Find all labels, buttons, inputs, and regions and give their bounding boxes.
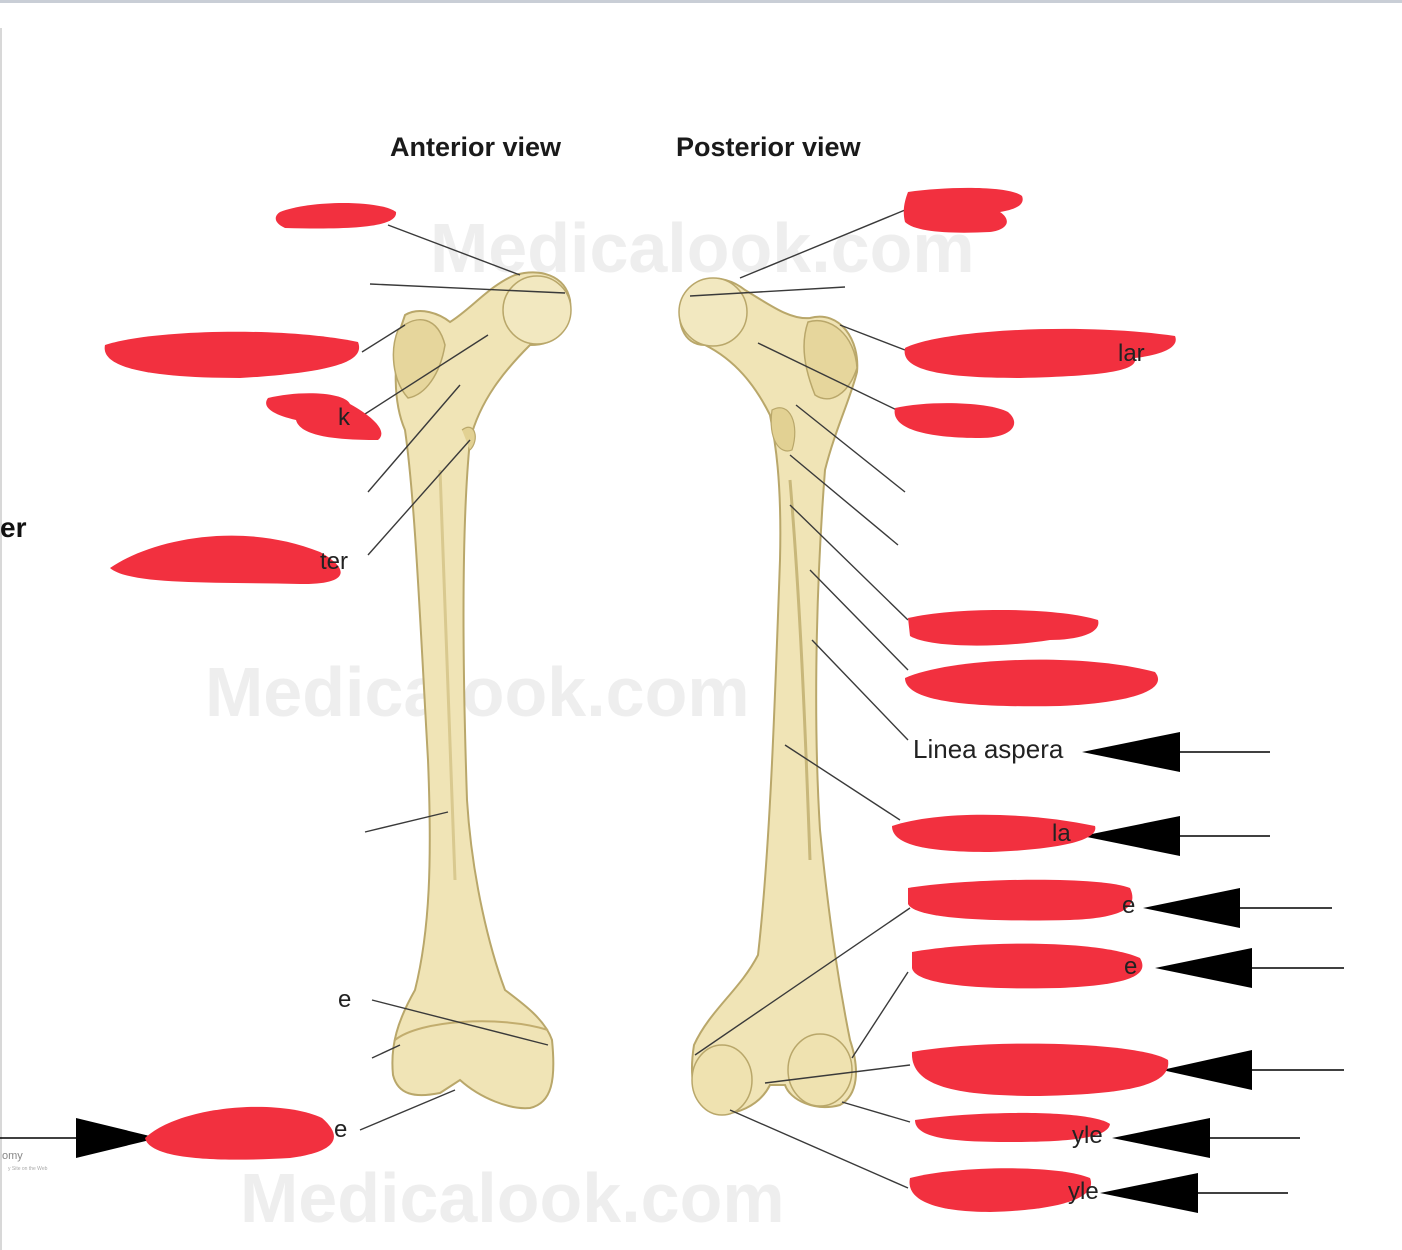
redaction-mark [903, 187, 1023, 233]
leader-line [694, 907, 911, 1056]
redaction-mark [145, 1106, 334, 1160]
anterior-leader-lines [359, 224, 566, 1131]
leader-line [839, 324, 906, 351]
anterior-shaft-shading [438, 469, 457, 881]
posterior-femur [678, 277, 859, 1116]
arrow-pointer [1112, 1118, 1300, 1158]
redaction-mark [909, 1168, 1092, 1212]
anterior-greater-trochanter [392, 319, 446, 399]
leader-line [689, 286, 846, 297]
leader-line [729, 1109, 909, 1189]
leader-line [795, 404, 906, 493]
redaction-mark [266, 393, 382, 440]
label-fragment: e [1124, 953, 1138, 980]
cutoff-heading-text: er [0, 512, 27, 543]
redaction-mark [894, 403, 1015, 438]
redaction-mark [908, 879, 1133, 921]
label-fragment: k [338, 404, 350, 431]
label-fragment: la [1052, 820, 1071, 847]
leader-line [371, 999, 549, 1046]
posterior-medial-condyle [787, 1033, 853, 1107]
credit-text: omy [2, 1150, 23, 1162]
redaction-mark [892, 814, 1096, 852]
redaction-mark [908, 609, 1099, 646]
label-fragment: yle [1072, 1122, 1103, 1149]
leader-line [811, 639, 909, 741]
posterior-leader-lines [689, 209, 911, 1189]
leader-line [789, 504, 909, 621]
arrow-pointer [1082, 816, 1270, 856]
label-fragment: yle [1068, 1178, 1099, 1205]
redaction-mark [911, 1043, 1169, 1096]
redaction-mark [915, 1112, 1110, 1142]
redaction-mark [110, 535, 341, 585]
credit-subtext: y Site on the Web [8, 1166, 48, 1172]
leader-line [784, 744, 901, 821]
arrow-pointer [1143, 888, 1332, 928]
redaction-mark [912, 943, 1143, 989]
arrow-pointer [1082, 732, 1270, 772]
leader-line [757, 342, 906, 415]
leader-line [387, 224, 521, 276]
leader-line [364, 334, 489, 415]
watermark-middle: Medicalook.com [205, 653, 750, 731]
leader-line [371, 1044, 401, 1059]
leader-line [359, 1089, 456, 1131]
leader-line [367, 384, 461, 493]
anterior-condyles [394, 1020, 549, 1041]
leader-line [764, 1064, 911, 1084]
leader-line [369, 283, 566, 294]
linea-aspera-label: Linea aspera [913, 734, 1064, 764]
watermark-bottom: Medicalook.com [240, 1159, 785, 1237]
arrow-pointer-left [0, 1118, 158, 1158]
posterior-greater-trochanter [803, 319, 858, 400]
redaction-mark [905, 659, 1159, 707]
watermark-top: Medicalook.com [430, 209, 975, 287]
posterior-femoral-head [678, 277, 748, 347]
label-fragment: ter [320, 548, 349, 575]
arrow-pointer [1155, 948, 1344, 988]
anterior-view-title: Anterior view [390, 132, 562, 162]
top-border [0, 0, 1402, 3]
anterior-trochanter-small [461, 426, 476, 451]
label-fragment: lar [1118, 340, 1145, 367]
leader-line [367, 439, 471, 556]
arrow-pointer [1162, 1050, 1344, 1090]
redaction-mark [904, 328, 1176, 378]
posterior-lateral-condyle [691, 1044, 753, 1116]
posterior-linea-aspera-ridge [788, 479, 812, 861]
leader-line [809, 569, 909, 671]
anterior-femoral-head [502, 275, 572, 345]
label-fragment: e [338, 986, 352, 1013]
redaction-mark [104, 331, 360, 378]
watermark-group: Medicalook.com Medicalook.com Medicalook… [205, 209, 975, 1237]
leader-line [739, 209, 906, 279]
leader-line [789, 454, 899, 546]
leader-line [841, 1101, 911, 1123]
arrow-pointer [1100, 1173, 1288, 1213]
redaction-marks [104, 187, 1176, 1212]
posterior-view-title: Posterior view [676, 132, 861, 162]
leader-line [364, 811, 449, 833]
posterior-lesser-trochanter [770, 407, 796, 452]
label-fragment: e [1122, 892, 1136, 919]
left-border [0, 28, 2, 1250]
label-fragment: e [334, 1116, 348, 1143]
redaction-mark [275, 203, 397, 229]
leader-line [361, 324, 406, 353]
arrows [0, 732, 1344, 1213]
leader-line [851, 971, 909, 1059]
